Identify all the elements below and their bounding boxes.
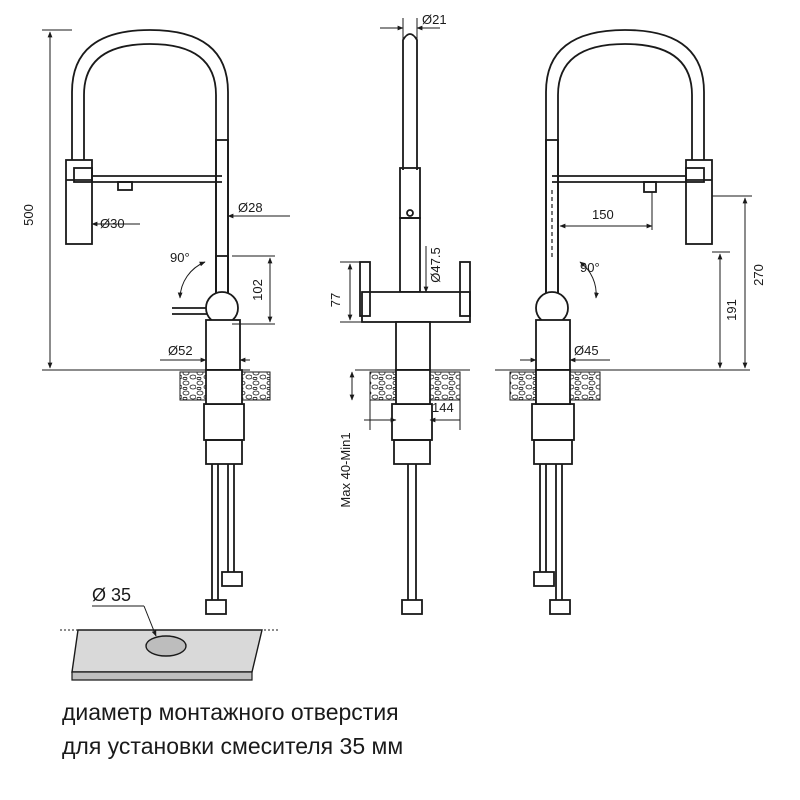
- left-view: [42, 29, 250, 615]
- dim-top-diameter: Ø21: [422, 12, 447, 27]
- dim-lever-diameter: Ø47.5: [428, 247, 443, 282]
- caption-line-2: для установки смесителя 35 мм: [62, 733, 404, 759]
- dim-side-77: 77: [328, 293, 343, 307]
- dim-width-144: 144: [432, 400, 454, 415]
- left-dimensions: [42, 29, 290, 369]
- right-dimensions: [520, 192, 752, 369]
- dim-hole-diameter: Ø 35: [92, 585, 131, 605]
- middle-view: [355, 33, 471, 615]
- caption-line-1: диаметр монтажного отверстия: [62, 699, 399, 725]
- dim-height-191: 191: [724, 299, 739, 321]
- dim-base-diameter: Ø52: [168, 343, 193, 358]
- dim-height-total: 500: [21, 204, 36, 226]
- dim-body-diameter: Ø28: [238, 200, 263, 215]
- dim-spout-diameter: Ø30: [100, 216, 125, 231]
- dim-countertop-thickness: Max 40-Min1: [338, 432, 353, 507]
- dim-angle-left: 90°: [170, 250, 190, 265]
- mounting-hole: [145, 635, 187, 657]
- countertop-hole-illustration: [60, 605, 280, 681]
- dim-reach: 150: [592, 207, 614, 222]
- middle-dimensions: [340, 18, 461, 430]
- dim-base-diameter-right: Ø45: [574, 343, 599, 358]
- right-view: [495, 29, 750, 615]
- dim-lever-height: 102: [250, 279, 265, 301]
- dim-height-270: 270: [751, 264, 766, 286]
- dim-angle-right: 90°: [580, 260, 600, 275]
